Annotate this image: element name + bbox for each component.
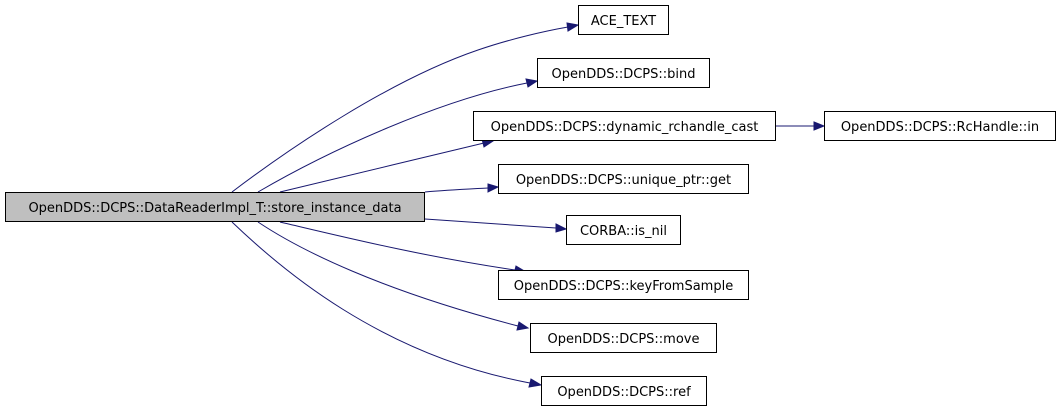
node-bind[interactable]: OpenDDS::DCPS::bind bbox=[537, 58, 710, 88]
node-ace-text-box bbox=[578, 5, 669, 35]
edge-dynamic-rchandle-cast-to-rchandle-in bbox=[775, 121, 826, 131]
node-unique-ptr-get-label: OpenDDS::DCPS::unique_ptr::get bbox=[516, 173, 731, 188]
arrowhead-icon bbox=[525, 78, 539, 88]
arrowhead-icon bbox=[555, 223, 568, 233]
node-is-nil[interactable]: CORBA::is_nil bbox=[566, 215, 681, 245]
edge-line bbox=[424, 218, 557, 229]
edge-root-to-bind bbox=[257, 78, 539, 193]
node-ref-label: OpenDDS::DCPS::ref bbox=[557, 385, 691, 400]
node-unique-ptr-get-box bbox=[498, 164, 749, 194]
node-ace-text[interactable]: ACE_TEXT bbox=[578, 5, 669, 35]
node-rchandle-in-box bbox=[824, 111, 1056, 141]
edge-line bbox=[279, 221, 516, 271]
node-unique-ptr-get[interactable]: OpenDDS::DCPS::unique_ptr::get bbox=[498, 164, 749, 194]
edge-root-to-move bbox=[257, 221, 530, 331]
node-key-from-sample[interactable]: OpenDDS::DCPS::keyFromSample bbox=[498, 270, 749, 300]
node-ace-text-label: ACE_TEXT bbox=[591, 14, 656, 29]
arrowhead-icon bbox=[487, 183, 500, 193]
edge-root-to-ace-text bbox=[231, 22, 580, 193]
node-rchandle-in-label: OpenDDS::DCPS::RcHandle::in bbox=[841, 120, 1039, 135]
edge-root-to-unique-ptr-get bbox=[424, 183, 500, 193]
node-root-label: OpenDDS::DCPS::DataReaderImpl_T::store_i… bbox=[28, 201, 401, 216]
node-root[interactable]: OpenDDS::DCPS::DataReaderImpl_T::store_i… bbox=[5, 192, 425, 222]
edge-line bbox=[279, 142, 485, 193]
edge-line bbox=[424, 187, 489, 193]
edge-line bbox=[231, 26, 569, 193]
arrowhead-icon bbox=[516, 321, 530, 331]
arrowhead-icon bbox=[528, 378, 543, 388]
node-dynamic-rchandle-cast[interactable]: OpenDDS::DCPS::dynamic_rchandle_cast bbox=[473, 111, 776, 141]
arrowhead-icon bbox=[813, 121, 826, 131]
node-root-box bbox=[5, 192, 425, 222]
edges-layer bbox=[231, 22, 826, 388]
node-dynamic-rchandle-cast-label: OpenDDS::DCPS::dynamic_rchandle_cast bbox=[491, 120, 759, 135]
node-key-from-sample-box bbox=[498, 270, 749, 300]
node-bind-label: OpenDDS::DCPS::bind bbox=[551, 67, 695, 82]
node-is-nil-label: CORBA::is_nil bbox=[580, 224, 667, 239]
edge-line bbox=[231, 221, 531, 384]
node-is-nil-box bbox=[566, 215, 681, 245]
node-bind-box bbox=[537, 58, 710, 88]
node-ref[interactable]: OpenDDS::DCPS::ref bbox=[541, 376, 707, 406]
node-key-from-sample-label: OpenDDS::DCPS::keyFromSample bbox=[514, 279, 733, 294]
node-rchandle-in[interactable]: OpenDDS::DCPS::RcHandle::in bbox=[824, 111, 1056, 141]
node-move[interactable]: OpenDDS::DCPS::move bbox=[530, 323, 717, 353]
edge-root-to-ref bbox=[231, 221, 543, 388]
node-move-box bbox=[530, 323, 717, 353]
arrowhead-icon bbox=[566, 22, 580, 32]
edge-line bbox=[257, 82, 528, 193]
node-dynamic-rchandle-cast-box bbox=[473, 111, 776, 141]
node-ref-box bbox=[541, 376, 707, 406]
node-move-label: OpenDDS::DCPS::move bbox=[547, 332, 699, 347]
edge-root-to-key-from-sample bbox=[279, 221, 528, 275]
edge-root-to-is-nil bbox=[424, 218, 568, 233]
edge-root-to-dynamic-rchandle-cast bbox=[279, 138, 495, 193]
edge-line bbox=[257, 221, 519, 327]
